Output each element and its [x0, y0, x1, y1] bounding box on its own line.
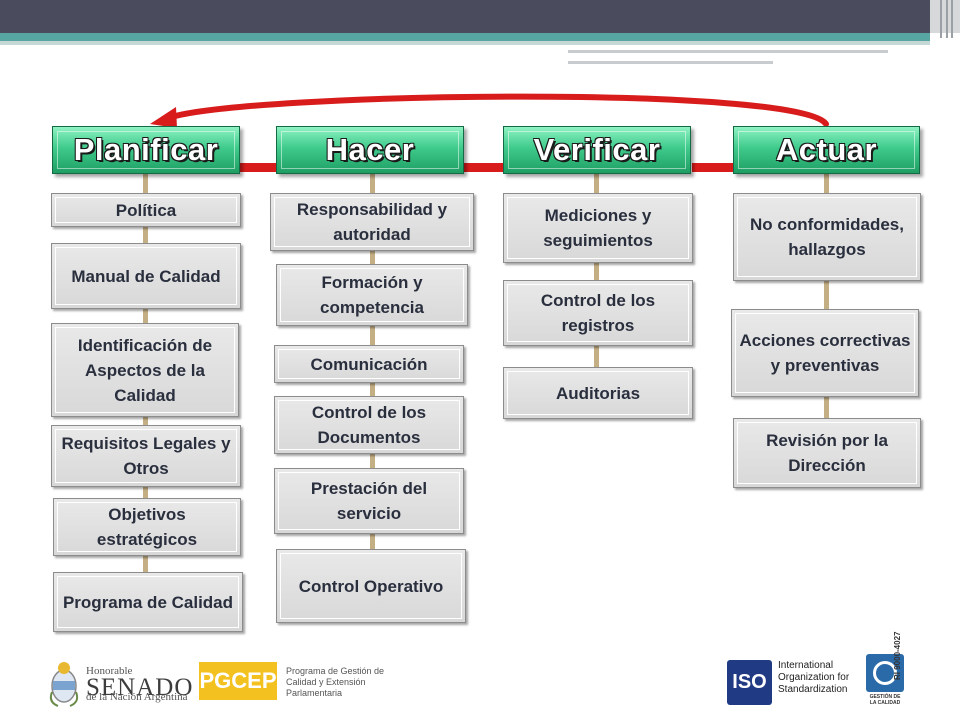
step-label: Programa de Calidad: [62, 592, 234, 612]
step-label: Revisión por la Dirección: [766, 431, 888, 475]
step-label: Auditorias: [555, 383, 641, 403]
step-requisitos-legales: Requisitos Legales y Otros: [51, 425, 241, 487]
step-control-operativo: Control Operativo: [276, 549, 466, 623]
phase-hacer: Hacer: [276, 126, 464, 174]
phase-hacer-label: Hacer: [325, 132, 415, 167]
step-mediciones: Mediciones y seguimientos: [503, 193, 693, 263]
step-label: Política: [115, 200, 177, 220]
pgcep-logo: PGCEP: [199, 662, 277, 700]
step-label: Mediciones y seguimientos: [543, 206, 653, 250]
senado-line1: Honorable: [86, 665, 133, 677]
step-control-registros: Control de los registros: [503, 280, 693, 346]
header-vline: [946, 0, 948, 38]
step-formacion: Formación y competencia: [276, 264, 468, 326]
iso-logo: ISO: [727, 660, 772, 705]
iso-description: International Organization for Standardi…: [778, 660, 850, 695]
step-prestacion-servicio: Prestación del servicio: [274, 468, 464, 534]
header-bar-end: [930, 0, 960, 33]
step-label: Control de los Documentos: [311, 403, 427, 447]
senado-line3: de la Nación Argentina: [86, 691, 188, 703]
step-label: Responsabilidad y autoridad: [296, 200, 448, 244]
pgcep-description: Programa de Gestión de Calidad y Extensi…: [286, 666, 385, 698]
step-auditorias: Auditorias: [503, 367, 693, 419]
step-politica: Política: [51, 193, 241, 227]
hacer-rail: [370, 174, 375, 604]
phase-connector: [692, 163, 734, 172]
step-label: Identificación de Aspectos de la Calidad: [77, 335, 213, 405]
step-acciones-correctivas: Acciones correctivas y preventivas: [731, 309, 919, 397]
header-vline: [940, 0, 942, 38]
step-comunicacion: Comunicación: [274, 345, 464, 383]
step-revision-direccion: Revisión por la Dirección: [733, 418, 921, 488]
phase-actuar-label: Actuar: [775, 132, 878, 167]
step-label: Control Operativo: [298, 576, 444, 596]
header-underline: [568, 50, 888, 53]
step-responsabilidad: Responsabilidad y autoridad: [270, 193, 474, 251]
header-stripe-light: [0, 41, 930, 45]
step-label: Prestación del servicio: [310, 479, 428, 523]
step-label: Comunicación: [310, 354, 428, 374]
header-stripe: [0, 33, 930, 41]
step-control-documentos: Control de los Documentos: [274, 396, 464, 454]
phase-actuar: Actuar: [733, 126, 920, 174]
step-label: Control de los registros: [540, 291, 656, 335]
iram-subtitle: GESTIÓN DE LA CALIDAD: [869, 694, 901, 706]
step-label: Acciones correctivas y preventivas: [739, 331, 911, 375]
step-no-conformidades: No conformidades, hallazgos: [733, 193, 921, 281]
header-underline: [568, 61, 773, 64]
phase-verificar-label: Verificar: [533, 132, 661, 167]
step-objetivos-estrategicos: Objetivos estratégicos: [53, 498, 241, 556]
coat-of-arms-icon: [49, 662, 79, 707]
iram-code: RI 9000-4027: [893, 631, 902, 680]
step-identificacion-aspectos: Identificación de Aspectos de la Calidad: [51, 323, 239, 417]
phase-verificar: Verificar: [503, 126, 691, 174]
step-label: Objetivos estratégicos: [96, 505, 198, 549]
step-label: Formación y competencia: [320, 273, 424, 317]
step-label: Requisitos Legales y Otros: [61, 434, 231, 478]
cycle-arrow-curve: [165, 93, 829, 127]
header-vline: [951, 0, 953, 38]
phase-planificar: Planificar: [52, 126, 240, 174]
senado-line2: SENADO: [86, 674, 194, 701]
iram-seal-ring: [873, 661, 897, 685]
cycle-arrowhead: [150, 107, 177, 128]
phase-connector: [463, 163, 505, 172]
phase-connector: [238, 163, 278, 172]
iram-seal-icon: [866, 654, 904, 692]
step-label: No conformidades, hallazgos: [750, 215, 904, 259]
phase-planificar-label: Planificar: [73, 132, 219, 167]
step-manual-de-calidad: Manual de Calidad: [51, 243, 241, 309]
step-label: Manual de Calidad: [71, 266, 221, 286]
step-programa-de-calidad: Programa de Calidad: [53, 572, 243, 632]
header-bar: [0, 0, 930, 33]
